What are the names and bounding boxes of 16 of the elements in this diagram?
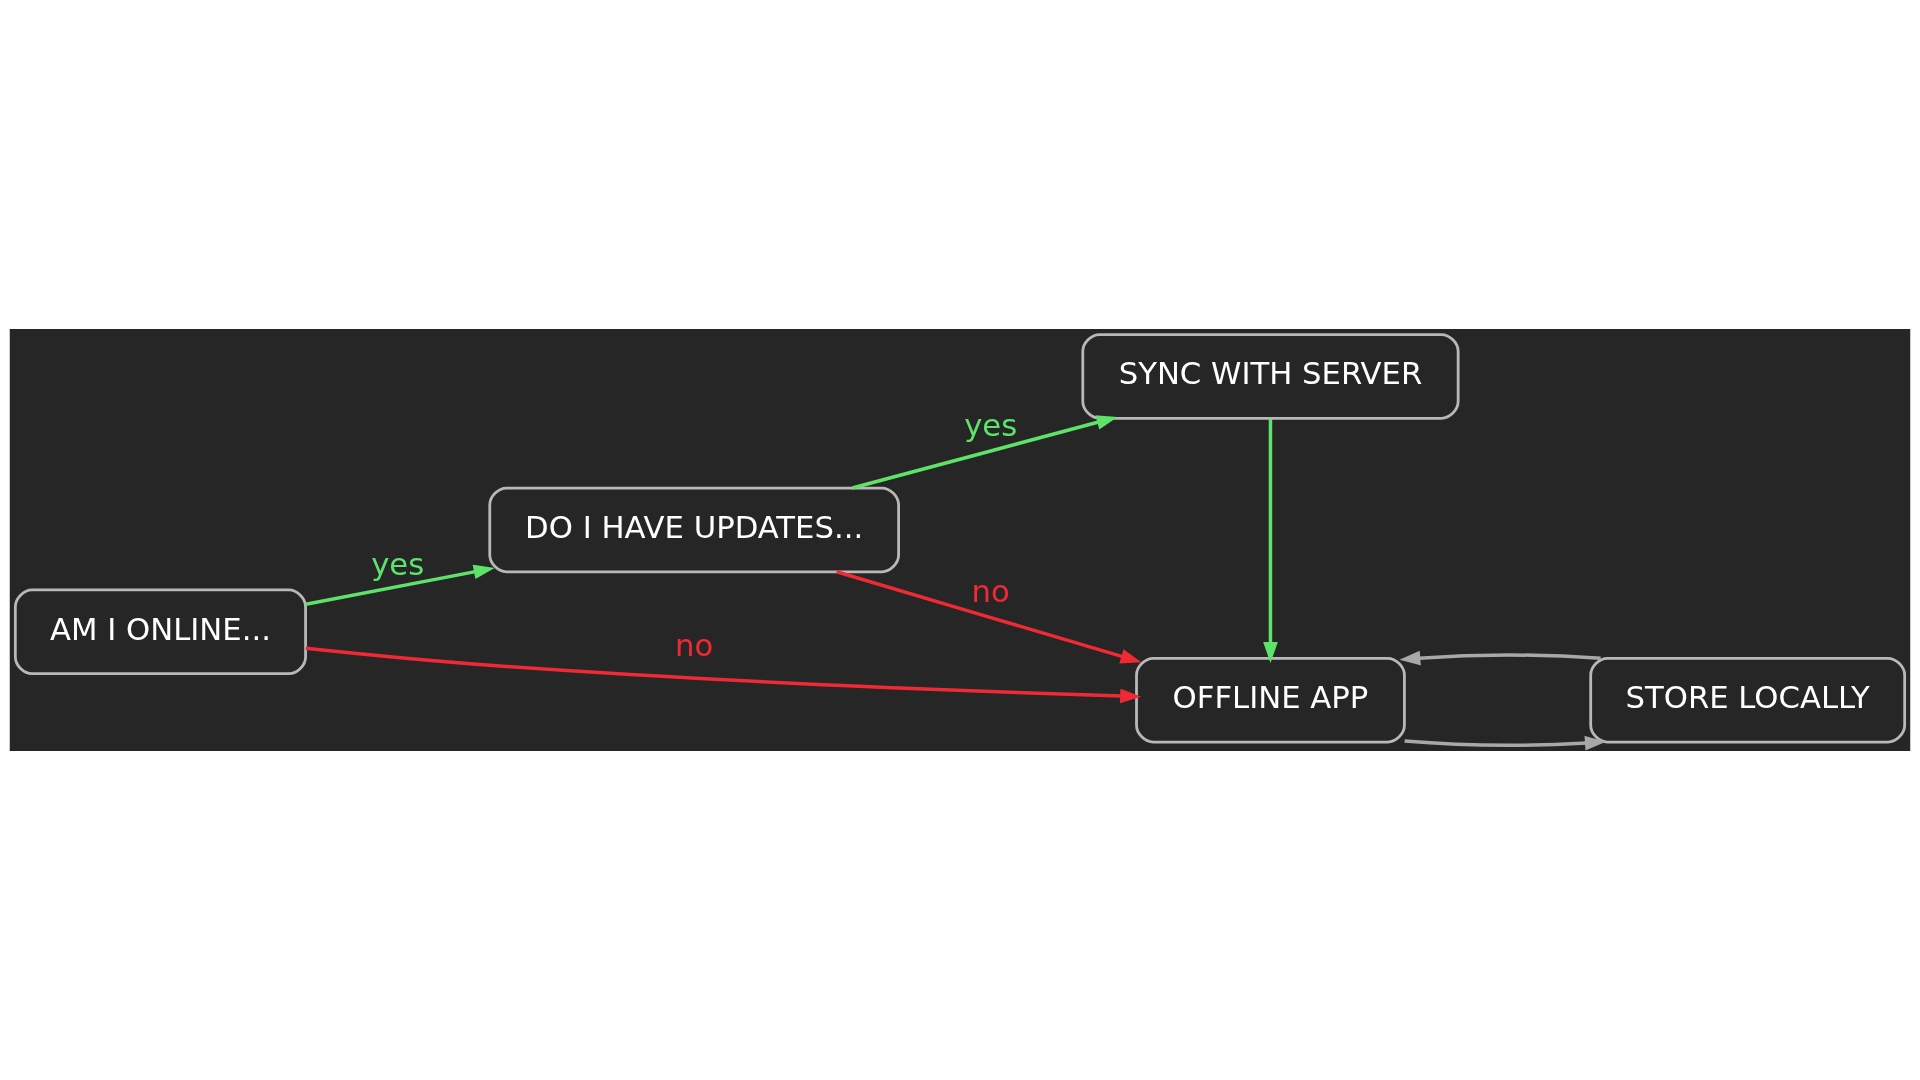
arrow [1399,650,1601,666]
edge-label: yes [964,407,1018,443]
arrow [836,570,1142,664]
node-box: STORE LOCALLY [1589,656,1907,744]
arrow [1404,735,1606,751]
node-box: DO I HAVE UPDATES... [488,486,900,574]
edge-label: no [675,628,714,664]
node-box: SYNC WITH SERVER [1081,333,1460,420]
arrow [851,415,1118,490]
edge-label: no [971,573,1010,609]
edge-label: yes [371,547,425,583]
node-box: OFFLINE APP [1135,656,1406,744]
arrow [305,646,1142,704]
node-box: AM I ONLINE... [13,588,307,676]
arrow [1263,418,1278,664]
arrow [305,564,495,606]
